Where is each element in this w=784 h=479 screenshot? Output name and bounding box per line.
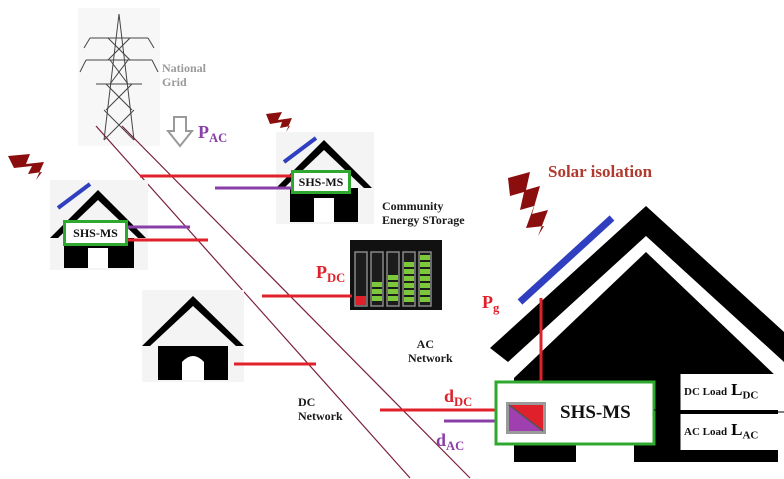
d-dc-label: dDC [444, 386, 473, 409]
dc-network-line [95, 125, 411, 479]
shs-ms-main-label: SHS-MS [560, 402, 631, 423]
grid-label: National Grid [162, 61, 207, 89]
converter-icon [506, 402, 546, 434]
community-storage-label: Community Energy STorage [382, 199, 465, 227]
ac-load-box [680, 414, 784, 450]
p-g-label: Pg [482, 292, 500, 315]
solar-label: Solar isolation [548, 162, 653, 181]
shs-ms-small-box: SHS-MS [63, 220, 128, 246]
ac-network-label: AC Network [408, 337, 453, 365]
ac-load-label: AC Load LAC [684, 420, 759, 442]
dc-load-label: DC Load LDC [684, 380, 759, 402]
lightning-icon [266, 112, 292, 132]
p-dc-label: PDC [316, 262, 346, 285]
dc-network-label: DC Network [298, 395, 343, 423]
ac-network-line [121, 125, 471, 479]
dc-load-box [680, 374, 784, 410]
pylon-icon [78, 8, 160, 146]
lightning-icon [508, 172, 548, 236]
shs-ms-small-box: SHS-MS [291, 170, 351, 194]
battery-icon [350, 240, 442, 310]
p-ac-label: PAC [198, 122, 228, 145]
grid-arrow-icon [165, 116, 195, 148]
lightning-icon [8, 154, 44, 180]
connection-lines [126, 174, 543, 423]
house-plain [142, 290, 244, 382]
d-ac-label: dAC [436, 430, 465, 453]
